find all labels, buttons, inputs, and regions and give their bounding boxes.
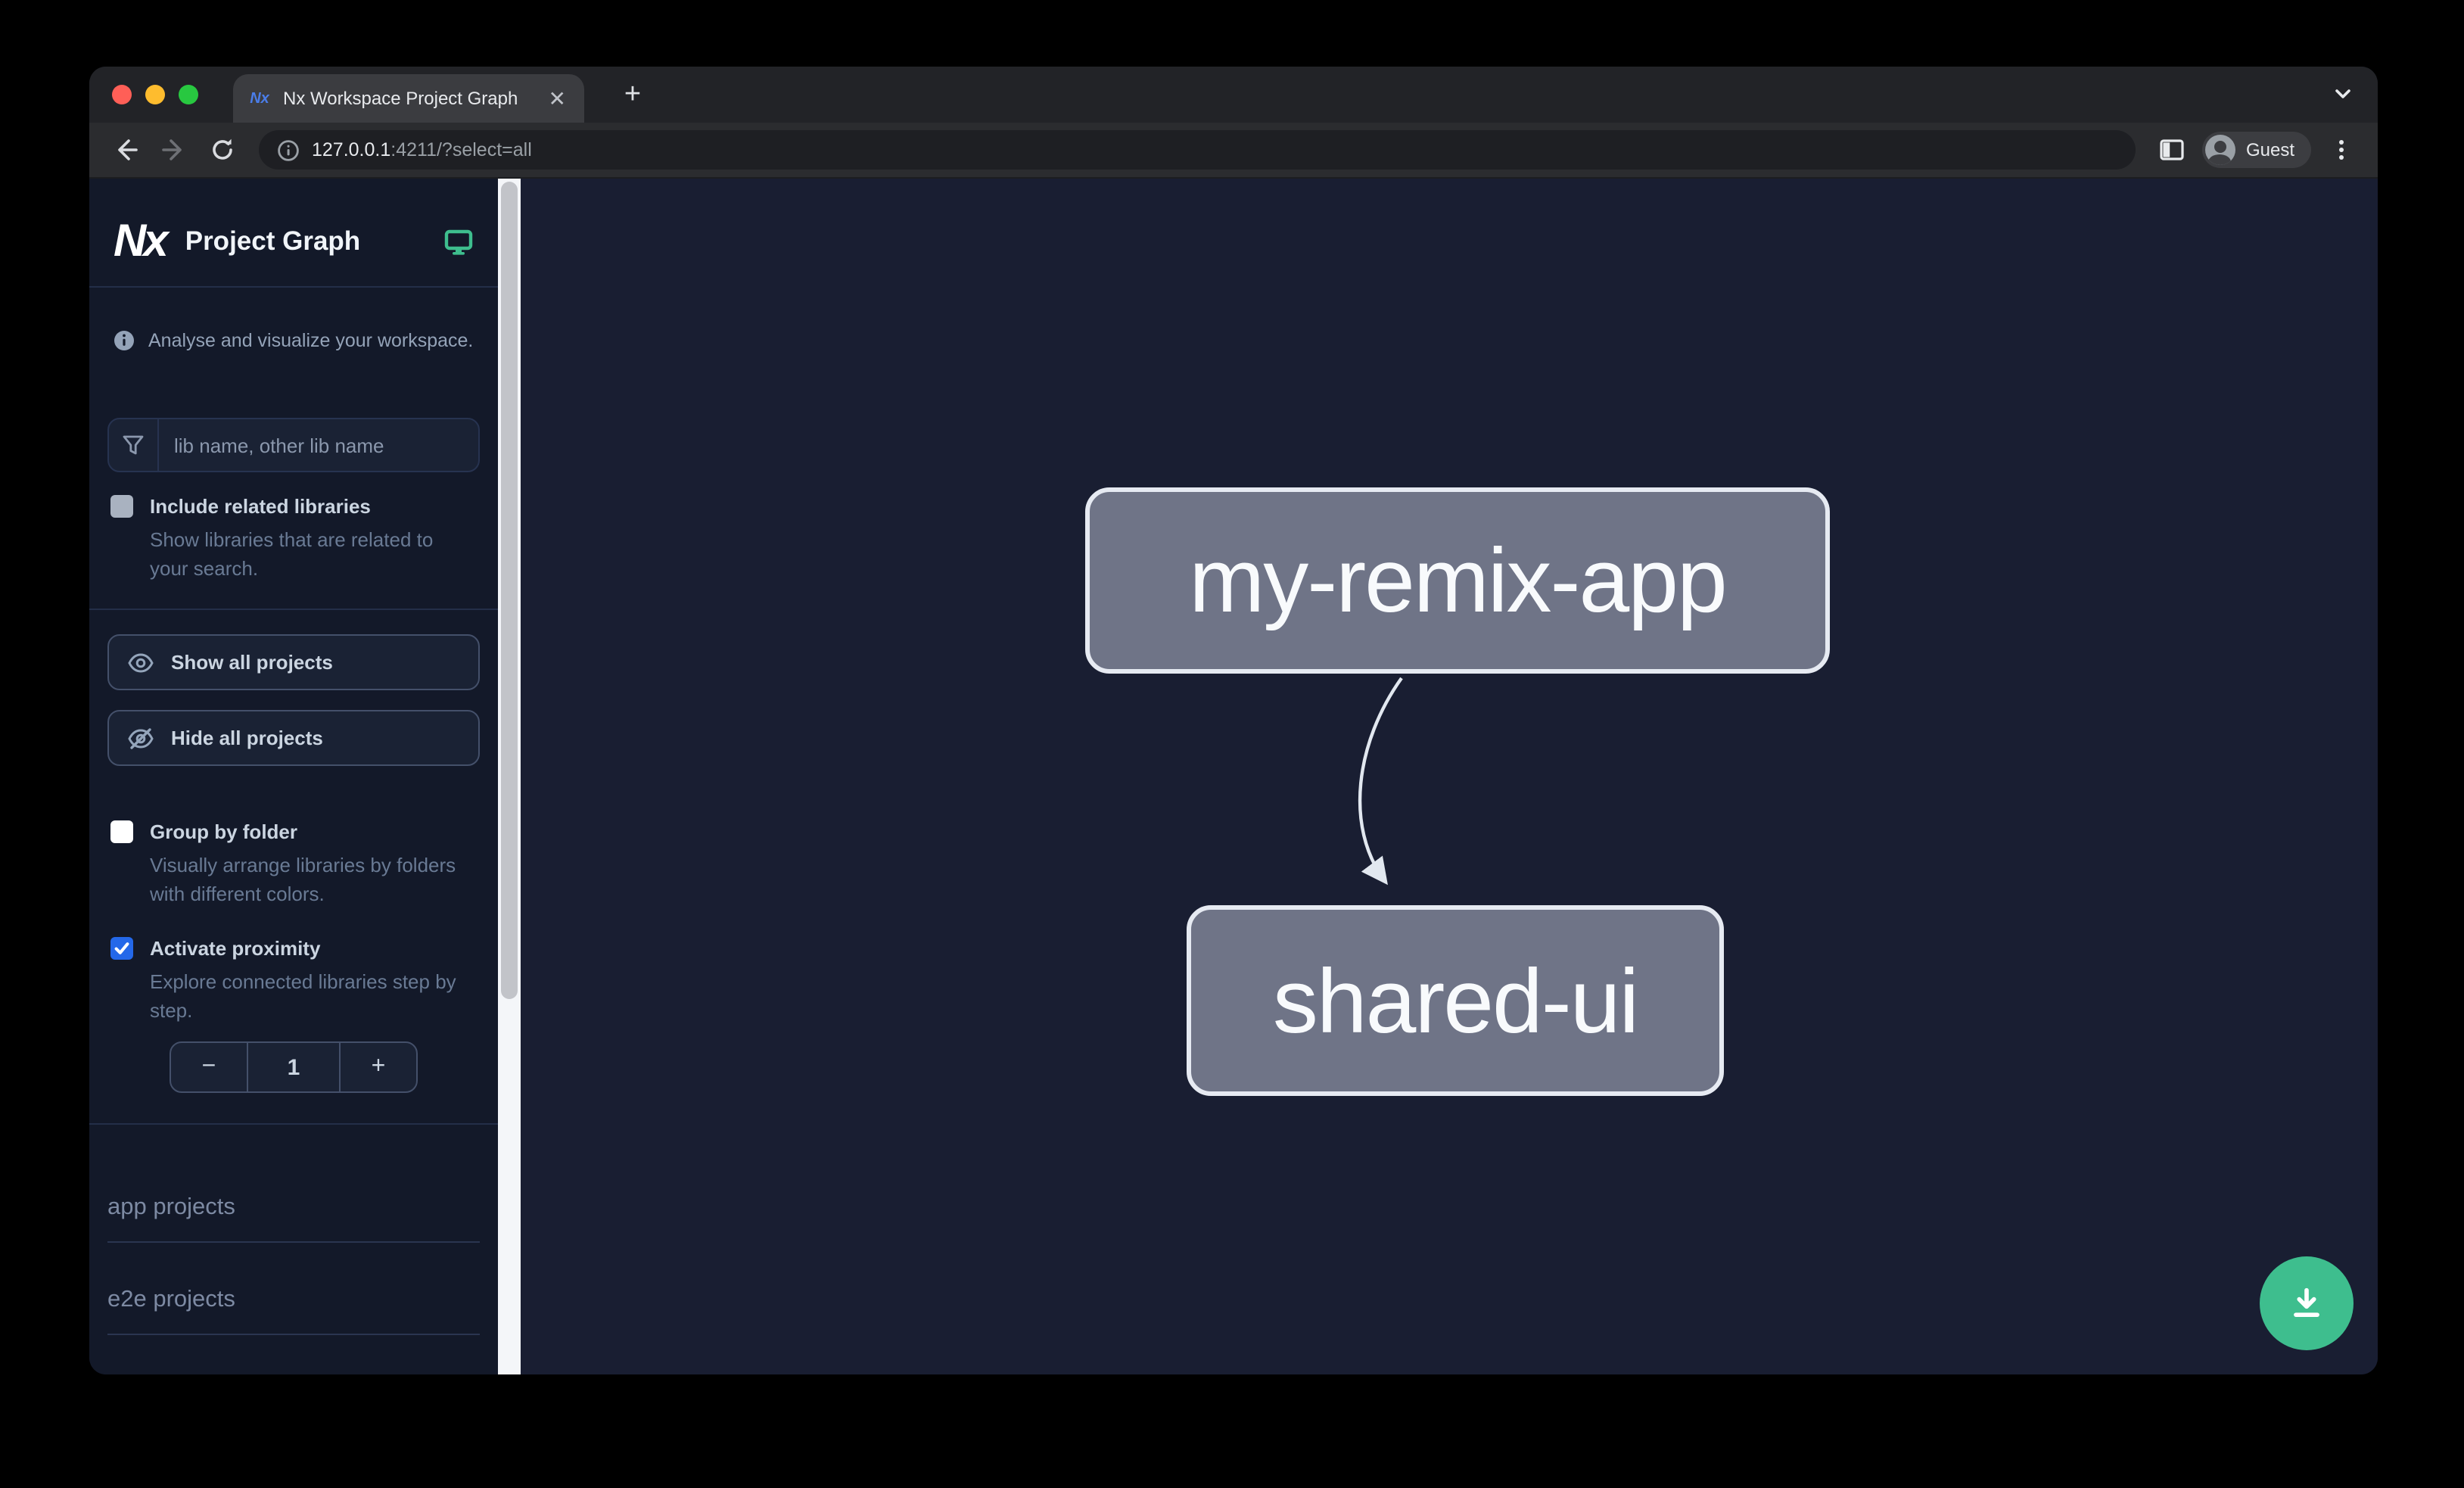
activate-proximity-description: Explore connected libraries step by step… xyxy=(150,970,456,1022)
page-title: Project Graph xyxy=(185,226,361,256)
tab-close-icon[interactable]: ✕ xyxy=(548,86,566,111)
download-icon xyxy=(2294,1287,2319,1317)
workspace-tagline: Analyse and visualize your workspace. xyxy=(114,328,474,353)
group-by-folder-label[interactable]: Group by folder xyxy=(150,820,297,843)
browser-toolbar: 127.0.0.1:4211/?select=all Guest xyxy=(89,123,2378,179)
side-panel-icon[interactable] xyxy=(2154,132,2190,168)
zoom-window-button[interactable] xyxy=(179,85,198,104)
include-related-label[interactable]: Include related libraries xyxy=(150,495,371,518)
sidebar-header: Nx Project Graph xyxy=(89,179,498,288)
show-all-projects-label: Show all projects xyxy=(171,651,333,674)
activate-proximity-row: Activate proximity Explore connected lib… xyxy=(110,935,480,1025)
site-info-icon[interactable] xyxy=(277,139,300,161)
group-by-folder-checkbox[interactable] xyxy=(110,820,133,843)
proximity-depth-stepper: − 1 + xyxy=(170,1041,418,1093)
profile-button[interactable]: Guest xyxy=(2201,132,2311,168)
activate-proximity-checkbox[interactable] xyxy=(110,937,133,960)
graph-node-shared-ui[interactable]: shared-ui xyxy=(1187,905,1724,1096)
avatar xyxy=(2204,135,2235,165)
graph-edge-my-remix-app-to-shared-ui xyxy=(1358,677,1403,886)
info-icon xyxy=(114,331,134,350)
divider xyxy=(89,1123,498,1125)
proximity-depth-value: 1 xyxy=(247,1043,341,1091)
activate-proximity-label[interactable]: Activate proximity xyxy=(150,937,321,960)
group-by-folder-row: Group by folder Visually arrange librari… xyxy=(110,819,480,908)
include-related-row: Include related libraries Show libraries… xyxy=(110,493,480,583)
tab-strip: Nx Nx Workspace Project Graph ✕ + xyxy=(89,67,2378,123)
group-by-folder-description: Visually arrange libraries by folders wi… xyxy=(150,854,456,905)
check-icon xyxy=(114,942,129,954)
reload-button[interactable] xyxy=(204,132,241,168)
sidebar-scrollbar-thumb[interactable] xyxy=(501,182,518,999)
search-box xyxy=(107,418,480,472)
tab-title: Nx Workspace Project Graph xyxy=(283,88,518,109)
eye-off-icon xyxy=(128,727,154,749)
browser-window: Nx Nx Workspace Project Graph ✕ + 127.0 xyxy=(89,67,2378,1374)
include-related-description: Show libraries that are related to your … xyxy=(150,528,434,580)
filter-funnel-icon xyxy=(109,419,159,471)
hide-all-projects-button[interactable]: Hide all projects xyxy=(107,710,480,766)
decrement-button[interactable]: − xyxy=(201,1054,216,1079)
section-app-projects: app projects xyxy=(107,1194,480,1243)
hide-all-projects-label: Hide all projects xyxy=(171,727,323,749)
traffic-lights xyxy=(112,67,198,123)
minimize-window-button[interactable] xyxy=(145,85,165,104)
search-input[interactable] xyxy=(159,419,478,471)
forward-button[interactable] xyxy=(156,132,192,168)
tab-search-chevron-icon[interactable] xyxy=(2332,83,2354,112)
show-all-projects-button[interactable]: Show all projects xyxy=(107,634,480,690)
page-content: Nx Project Graph Analyse and visualize y… xyxy=(89,179,2378,1374)
graph-node-my-remix-app[interactable]: my-remix-app xyxy=(1085,487,1830,674)
url-text: 127.0.0.1:4211/?select=all xyxy=(312,139,532,160)
url-path: :4211/?select=all xyxy=(390,139,532,160)
include-related-checkbox[interactable] xyxy=(110,495,133,518)
profile-label: Guest xyxy=(2245,139,2294,160)
sidebar: Nx Project Graph Analyse and visualize y… xyxy=(89,179,498,1374)
nx-logo: Nx xyxy=(114,216,169,266)
browser-menu-icon[interactable] xyxy=(2323,132,2360,168)
download-graph-button[interactable] xyxy=(2260,1256,2354,1350)
theme-monitor-icon[interactable] xyxy=(443,226,474,257)
sidebar-scrollbar-track xyxy=(498,179,521,1374)
new-tab-button[interactable]: + xyxy=(624,79,642,111)
graph-canvas[interactable]: my-remix-app shared-ui xyxy=(521,179,2378,1374)
back-button[interactable] xyxy=(107,132,144,168)
divider xyxy=(89,609,498,610)
eye-icon xyxy=(128,652,154,672)
nx-favicon: Nx xyxy=(250,90,269,107)
section-e2e-projects: e2e projects xyxy=(107,1243,480,1335)
tab-nx-workspace-project-graph[interactable]: Nx Nx Workspace Project Graph ✕ xyxy=(233,74,584,123)
url-bar[interactable]: 127.0.0.1:4211/?select=all xyxy=(259,130,2136,170)
close-window-button[interactable] xyxy=(112,85,132,104)
increment-button[interactable]: + xyxy=(371,1054,386,1079)
tagline-text: Analyse and visualize your workspace. xyxy=(148,330,474,351)
url-host: 127.0.0.1 xyxy=(312,139,391,160)
